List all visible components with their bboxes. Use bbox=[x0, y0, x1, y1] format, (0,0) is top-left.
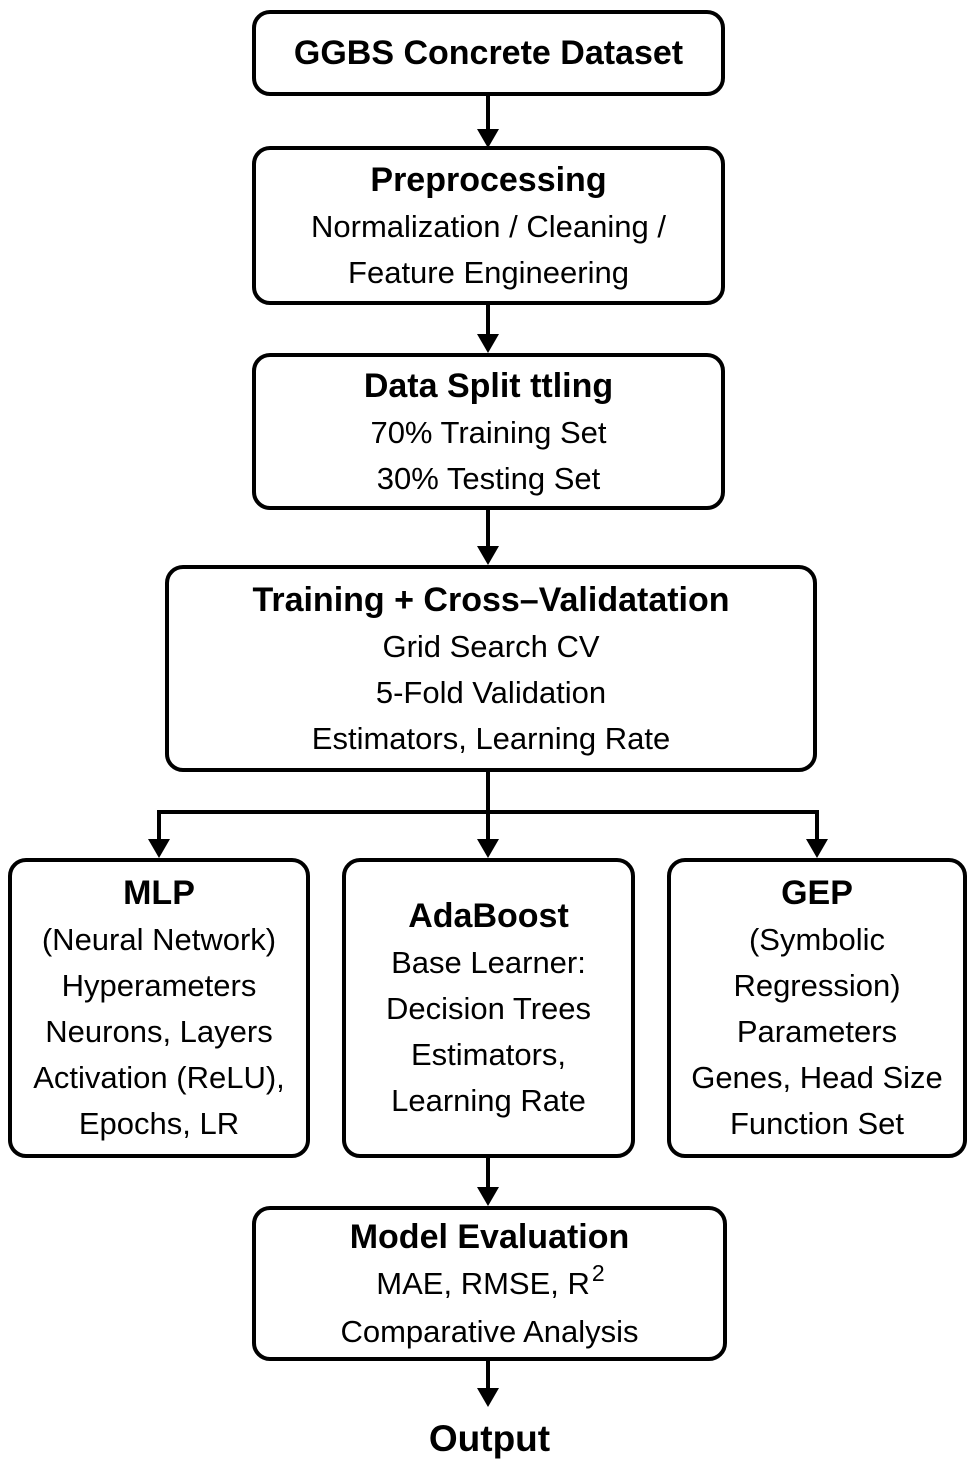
node-line: Decision Trees bbox=[385, 991, 592, 1026]
node-preprocessing: Preprocessing Normalization / Cleaning /… bbox=[252, 146, 725, 305]
arrowhead-icon bbox=[148, 839, 170, 858]
node-title: Data Split ttling bbox=[363, 366, 614, 405]
arrow-adaboost-to-evaluation bbox=[486, 1158, 490, 1189]
node-title: GGBS Concrete Dataset bbox=[293, 34, 684, 72]
node-title: Training + Cross–Validatation bbox=[252, 580, 730, 619]
node-line: Parameters bbox=[736, 1014, 898, 1049]
arrowhead-icon bbox=[806, 839, 828, 858]
arrow-evaluation-to-output bbox=[486, 1361, 490, 1390]
node-line: (Neural Network) bbox=[41, 922, 277, 957]
node-training-cross-validation: Training + Cross–Validatation Grid Searc… bbox=[165, 565, 817, 772]
arrowhead-icon bbox=[477, 1388, 499, 1407]
r-squared-superscript: 2 bbox=[591, 1259, 605, 1286]
node-line: 30% Testing Set bbox=[376, 460, 601, 496]
node-title: Preprocessing bbox=[370, 160, 607, 199]
node-model-evaluation: Model Evaluation MAE, RMSE, R2 Comparati… bbox=[252, 1206, 727, 1361]
arrow-dataset-to-preprocessing bbox=[486, 96, 490, 133]
node-line: Estimators, Learning Rate bbox=[311, 720, 671, 756]
node-line: Epochs, LR bbox=[78, 1106, 240, 1141]
arrow-branch-to-gep bbox=[815, 810, 819, 841]
node-data-splitting: Data Split ttling 70% Training Set 30% T… bbox=[252, 353, 725, 510]
arrowhead-icon bbox=[477, 546, 499, 565]
node-metrics-line: MAE, RMSE, R2 bbox=[376, 1259, 605, 1309]
node-adaboost: AdaBoost Base Learner: Decision Trees Es… bbox=[342, 858, 635, 1158]
node-line: Learning Rate bbox=[391, 1083, 586, 1118]
arrow-preprocessing-to-split bbox=[486, 305, 490, 338]
node-line: Feature Engineering bbox=[348, 254, 629, 290]
node-title: AdaBoost bbox=[408, 897, 569, 935]
metrics-text: MAE, RMSE, R bbox=[376, 1265, 590, 1301]
arrowhead-icon bbox=[477, 334, 499, 353]
node-line: 5-Fold Validation bbox=[375, 674, 607, 710]
node-gep: GEP (Symbolic Regression) Parameters Gen… bbox=[667, 858, 967, 1158]
node-line: Grid Search CV bbox=[382, 628, 600, 664]
node-line: Base Learner: bbox=[391, 945, 586, 980]
node-line: Comparative Analysis bbox=[340, 1313, 639, 1349]
node-line: 70% Training Set bbox=[370, 414, 607, 450]
node-mlp: MLP (Neural Network) Hyperameters Neuron… bbox=[8, 858, 310, 1158]
arrow-branch-to-mlp bbox=[157, 810, 161, 841]
node-line: Hyperameters bbox=[61, 968, 257, 1003]
arrow-split-to-training bbox=[486, 510, 490, 548]
node-ggbs-concrete-dataset: GGBS Concrete Dataset bbox=[252, 10, 725, 96]
arrow-branch-to-adaboost bbox=[486, 810, 490, 841]
arrowhead-icon bbox=[477, 1187, 499, 1206]
node-title: MLP bbox=[123, 874, 195, 912]
node-title: GEP bbox=[781, 874, 853, 912]
node-line: (Symbolic bbox=[748, 922, 886, 957]
arrowhead-icon bbox=[477, 839, 499, 858]
arrowhead-icon bbox=[477, 129, 499, 148]
output-label: Output bbox=[428, 1418, 551, 1459]
node-line: Neurons, Layers bbox=[45, 1014, 273, 1049]
node-line: Regression) bbox=[733, 968, 901, 1003]
branch-stem-line bbox=[486, 770, 490, 814]
node-line: Normalization / Cleaning / bbox=[311, 208, 666, 244]
node-line: Function Set bbox=[729, 1106, 905, 1141]
node-line: Estimators, bbox=[410, 1037, 567, 1072]
node-line: Genes, Head Size bbox=[691, 1060, 943, 1095]
node-title: Model Evaluation bbox=[349, 1217, 630, 1256]
node-line: Activation (ReLU), bbox=[33, 1060, 285, 1095]
